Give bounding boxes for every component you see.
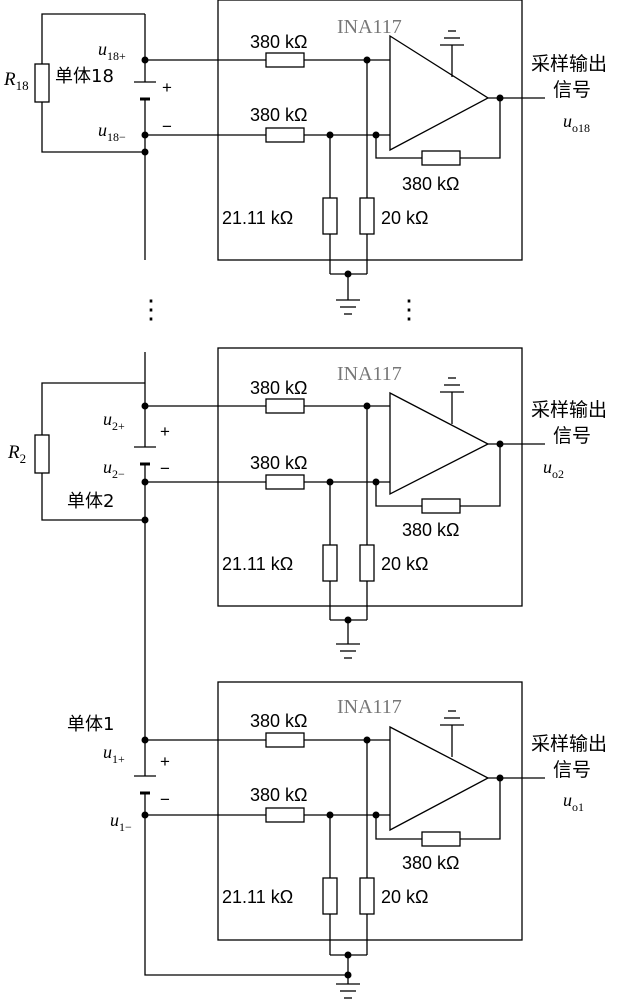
resistor-380k-a-1: [265, 732, 305, 748]
u2-neg-label: u2−: [103, 457, 125, 481]
resistor-380k-b-2: [265, 474, 305, 490]
resistor-20k-2: [359, 544, 375, 582]
resistor-2111k-18: [322, 197, 338, 235]
resistor-2111k-2: [322, 544, 338, 582]
cell1-name: 单体1: [67, 714, 114, 735]
label-380k-fb-1: 380 kΩ: [402, 853, 460, 873]
label-20k-2: 20 kΩ: [381, 554, 428, 574]
label-380k-b-1: 380 kΩ: [250, 785, 308, 805]
resistor-380k-fb-18: [421, 150, 461, 166]
label-380k-b-18: 380 kΩ: [250, 105, 308, 125]
cell2-name: 单体2: [67, 491, 114, 512]
label-380k-a-2: 380 kΩ: [250, 378, 308, 398]
label-380k-a-18: 380 kΩ: [250, 32, 308, 52]
ina117-label-18: INA117: [337, 16, 402, 38]
ina117-box-1: [217, 681, 523, 941]
resistor-380k-b-18: [265, 127, 305, 143]
resistor-380k-fb-1: [421, 831, 461, 847]
resistor-20k-1: [359, 877, 375, 915]
node-r2-bottom: [141, 516, 149, 524]
resistor-2111k-1: [322, 877, 338, 915]
output-label-line2-18: 信号: [553, 79, 591, 101]
ina117-box-18: [217, 0, 523, 261]
stage-2: R2 + − 单体2 u2+ u2− INA117 380 kΩ 380 kΩ …: [7, 347, 607, 740]
resistor-380k-b-1: [265, 807, 305, 823]
cell18-plus-sign: +: [162, 78, 172, 97]
label-2111k-1: 21.11 kΩ: [222, 887, 293, 907]
cell2-plus-sign: +: [160, 422, 170, 441]
label-380k-b-2: 380 kΩ: [250, 453, 308, 473]
opamp-2: [389, 391, 490, 496]
u1-pos-label: u1+: [103, 742, 125, 766]
label-2111k-2: 21.11 kΩ: [222, 554, 293, 574]
ina117-box-2: [217, 347, 523, 607]
label-380k-fb-18: 380 kΩ: [402, 174, 460, 194]
label-20k-1: 20 kΩ: [381, 887, 428, 907]
ellipsis-right: ⋮: [396, 294, 422, 324]
u18-pos-label: u18+: [98, 39, 126, 63]
resistor-20k-18: [359, 197, 375, 235]
resistor-380k-a-18: [265, 52, 305, 68]
feedback-wire-18: [375, 98, 501, 159]
label-380k-fb-2: 380 kΩ: [402, 520, 460, 540]
r2-resistor: [34, 434, 50, 474]
opamp-1: [389, 725, 490, 832]
node-r18-bottom: [141, 148, 149, 156]
output-var-1: uo1: [563, 790, 584, 814]
cell18-minus-sign: −: [162, 117, 172, 136]
cell18-name: 单体18: [55, 66, 114, 87]
stage-1: + − 单体1 u1+ u1− INA117 380 kΩ 380 kΩ 380…: [67, 681, 607, 999]
output-label-line2-1: 信号: [553, 759, 591, 781]
r18-label: R18: [3, 69, 29, 93]
label-2111k-18: 21.11 kΩ: [222, 208, 293, 228]
output-label-line2-2: 信号: [553, 425, 591, 447]
node-gnd-return-1: [344, 971, 352, 979]
r2-label: R2: [7, 442, 26, 466]
label-20k-18: 20 kΩ: [381, 208, 428, 228]
feedback-wire-2: [375, 444, 501, 507]
cell1-plus-sign: +: [160, 752, 170, 771]
ina117-label-1: INA117: [337, 696, 402, 718]
u2-pos-label: u2+: [103, 409, 125, 433]
resistor-380k-a-2: [265, 398, 305, 414]
output-label-line1-18: 采样输出: [531, 53, 607, 75]
node-feedback-1: [372, 811, 380, 819]
cell1-minus-sign: −: [160, 790, 170, 809]
ellipsis-left: ⋮: [138, 294, 164, 324]
output-var-18: uo18: [563, 111, 590, 135]
output-label-line1-2: 采样输出: [531, 399, 607, 421]
stage-18: R18 + − 单体18 u18+ u18− INA117 380 kΩ 380…: [3, 0, 607, 315]
opamp-18: [389, 34, 490, 152]
u1-neg-label: u1−: [110, 810, 132, 834]
cell1-wire-bottom: [144, 793, 348, 976]
r18-resistor: [34, 63, 50, 103]
label-380k-a-1: 380 kΩ: [250, 711, 308, 731]
node-feedback-18: [372, 131, 380, 139]
cell2-minus-sign: −: [160, 459, 170, 478]
ina117-label-2: INA117: [337, 363, 402, 385]
u18-neg-label: u18−: [98, 120, 126, 144]
node-feedback-2: [372, 478, 380, 486]
output-label-line1-1: 采样输出: [531, 733, 607, 755]
output-var-2: uo2: [543, 457, 564, 481]
resistor-380k-fb-2: [421, 498, 461, 514]
feedback-wire-1: [375, 778, 501, 840]
